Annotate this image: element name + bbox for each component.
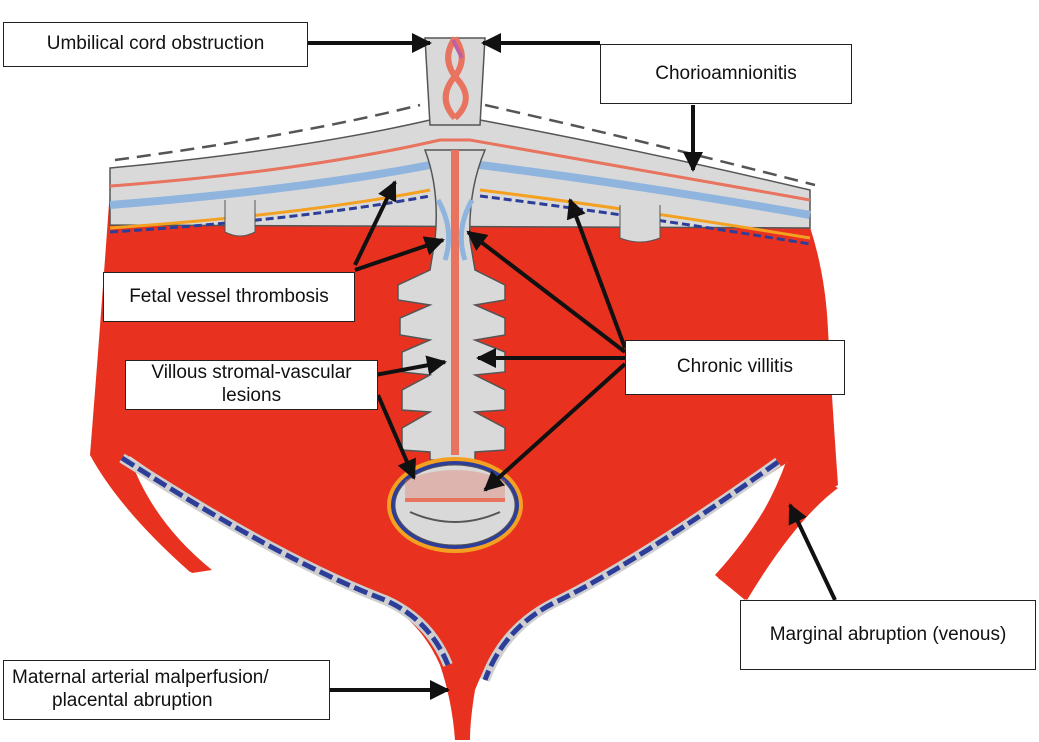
arrow-marginal [790, 505, 835, 600]
label-marginal-abruption: Marginal abruption (venous) [740, 600, 1036, 670]
label-chorioamnionitis-text: Chorioamnionitis [655, 63, 797, 86]
label-maternal-line2: placental abruption [12, 690, 213, 713]
label-chronic-villitis: Chronic villitis [625, 340, 845, 395]
label-umbilical-cord-obstruction: Umbilical cord obstruction [3, 22, 308, 67]
label-chorioamnionitis: Chorioamnionitis [600, 44, 852, 104]
label-maternal-arterial-malperfusion: Maternal arterial malperfusion/ placenta… [3, 660, 330, 720]
umbilical-cord [425, 38, 485, 125]
label-fetal-vessel-thrombosis: Fetal vessel thrombosis [103, 272, 355, 322]
label-marginal-abruption-text: Marginal abruption (venous) [770, 624, 1007, 647]
label-chronic-villitis-text: Chronic villitis [677, 356, 793, 379]
label-umbilical-cord-obstruction-text: Umbilical cord obstruction [47, 33, 265, 56]
label-fetal-vessel-thrombosis-text: Fetal vessel thrombosis [129, 286, 329, 309]
label-villous-line1: Villous stromal-vascular [151, 362, 351, 385]
label-villous-stromal-vascular-lesions: Villous stromal-vascular lesions [125, 360, 378, 410]
label-maternal-line1: Maternal arterial malperfusion/ [12, 667, 269, 690]
label-villous-line2: lesions [222, 385, 281, 408]
